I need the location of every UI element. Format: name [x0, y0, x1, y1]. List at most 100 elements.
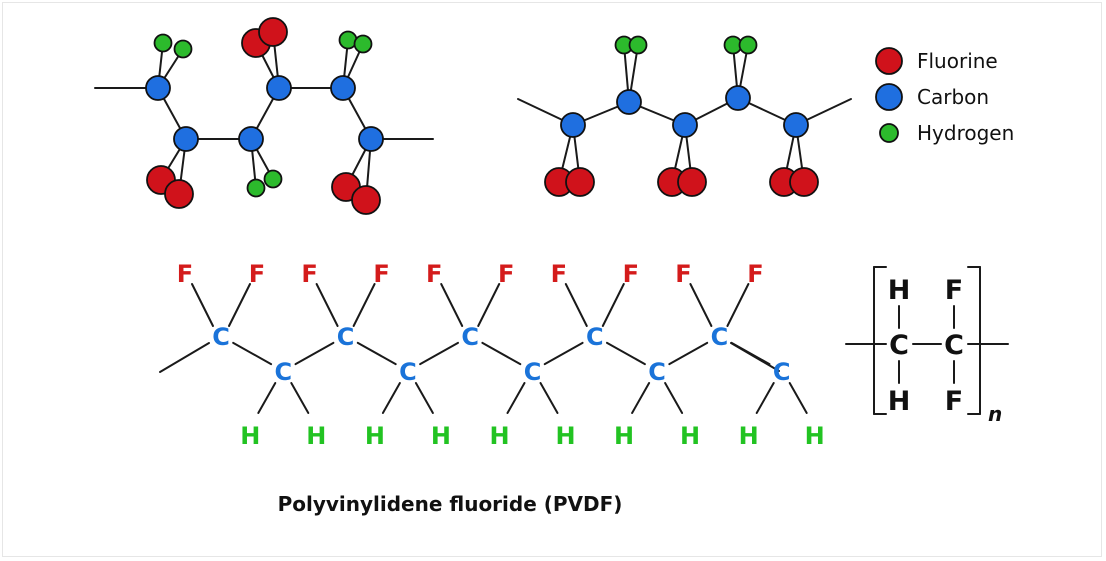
- backbone-bond: [294, 341, 335, 366]
- carbon-label: C: [399, 358, 417, 386]
- hydrogen-label: H: [489, 422, 509, 450]
- fluorine-label: F: [426, 260, 442, 288]
- hydrogen-label: H: [614, 422, 634, 450]
- carbon-atom: [358, 126, 384, 152]
- substituent-bond: [381, 382, 401, 414]
- substituent-bond: [564, 283, 588, 327]
- legend-label-fluorine: Fluorine: [917, 49, 998, 73]
- diagram-caption: Polyvinylidene fluoride (PVDF): [278, 492, 623, 516]
- carbon-label: C: [648, 358, 666, 386]
- substituent-bond: [228, 283, 251, 327]
- carbon-label: C: [461, 323, 479, 351]
- ball-and-stick-model-zigzag: [94, 17, 434, 215]
- carbon-atom: [725, 85, 751, 111]
- substituent-bond: [506, 382, 526, 414]
- legend-swatch-hydrogen: [879, 123, 899, 143]
- repeat-atom-f-top: F: [945, 275, 963, 306]
- repeat-atom-h-top: H: [888, 275, 911, 306]
- carbon-atom: [330, 75, 356, 101]
- carbon-atom: [238, 126, 264, 152]
- hydrogen-label: H: [365, 422, 385, 450]
- repeat-unit-formula: H F C C H F n: [845, 266, 1009, 426]
- carbon-label: C: [586, 323, 604, 351]
- hydrogen-label: H: [240, 422, 260, 450]
- carbon-atom: [145, 75, 171, 101]
- hydrogen-label: H: [805, 422, 825, 450]
- backbone-bond: [356, 341, 397, 366]
- fluorine-label: F: [301, 260, 317, 288]
- carbon-atom: [560, 112, 586, 138]
- substituent-bond: [755, 382, 775, 414]
- backbone-bond: [232, 341, 273, 366]
- hydrogen-atom: [353, 34, 373, 54]
- legend-swatch-fluorine: [875, 47, 903, 75]
- repeat-atom-h-bottom: H: [888, 386, 911, 417]
- substituent-bond: [477, 283, 501, 327]
- backbone-bond: [606, 341, 646, 366]
- hydrogen-atom: [628, 35, 648, 55]
- substituent-bond: [689, 283, 713, 327]
- substituent-bond: [726, 283, 750, 327]
- legend-label-hydrogen: Hydrogen: [917, 121, 1014, 145]
- hydrogen-label: H: [555, 422, 575, 450]
- carbon-atom: [266, 75, 292, 101]
- hydrogen-atom: [173, 39, 193, 59]
- carbon-label: C: [773, 358, 791, 386]
- substituent-bond: [290, 382, 310, 414]
- hydrogen-atom: [263, 169, 283, 189]
- carbon-label: C: [337, 323, 355, 351]
- fluorine-atom: [351, 185, 381, 215]
- carbon-label: C: [711, 323, 729, 351]
- carbon-atom: [783, 112, 809, 138]
- fluorine-label: F: [551, 260, 567, 288]
- fluorine-label: F: [675, 260, 691, 288]
- carbon-label: C: [212, 323, 230, 351]
- fluorine-label: F: [249, 260, 265, 288]
- hydrogen-atom: [738, 35, 758, 55]
- carbon-label: C: [524, 358, 542, 386]
- carbon-atom: [616, 89, 642, 115]
- ball-and-stick-model-planar: [517, 35, 852, 197]
- backbone-bond: [543, 341, 584, 366]
- legend-label-carbon: Carbon: [917, 85, 989, 109]
- backbone-bond: [668, 341, 709, 366]
- substituent-bond: [601, 283, 625, 327]
- carbon-label: C: [274, 358, 292, 386]
- substituent-bond: [539, 382, 559, 414]
- repeat-atom-c-left: C: [889, 330, 909, 361]
- hydrogen-atom: [153, 33, 173, 53]
- hydrogen-label: H: [739, 422, 759, 450]
- carbon-atom: [173, 126, 199, 152]
- substituent-bond: [257, 382, 277, 414]
- fluorine-atom: [164, 179, 194, 209]
- backbone-bond: [419, 341, 459, 366]
- substituent-bond: [414, 382, 434, 414]
- substituent-bond: [788, 382, 808, 414]
- repeat-atom-f-bottom: F: [945, 386, 963, 417]
- substituent-bond: [352, 283, 376, 327]
- fluorine-atom: [258, 17, 288, 47]
- repeat-atom-c-right: C: [944, 330, 964, 361]
- substituent-bond: [631, 382, 651, 414]
- hydrogen-label: H: [306, 422, 326, 450]
- repeat-subscript-n: n: [988, 402, 1002, 426]
- fluorine-label: F: [177, 260, 193, 288]
- hydrogen-label: H: [431, 422, 451, 450]
- hydrogen-label: H: [680, 422, 700, 450]
- substituent-bond: [315, 283, 339, 327]
- backbone-bond: [159, 342, 210, 373]
- substituent-bond: [664, 382, 684, 414]
- fluorine-atom: [565, 167, 595, 197]
- substituent-bond: [440, 283, 464, 327]
- legend: Fluorine Carbon Hydrogen: [875, 47, 1014, 145]
- hydrogen-atom: [246, 178, 266, 198]
- fluorine-label: F: [373, 260, 389, 288]
- legend-swatch-carbon: [875, 83, 903, 111]
- fluorine-atom: [789, 167, 819, 197]
- fluorine-label: F: [498, 260, 514, 288]
- substituent-bond: [191, 283, 214, 327]
- fluorine-atom: [677, 167, 707, 197]
- fluorine-label: F: [623, 260, 639, 288]
